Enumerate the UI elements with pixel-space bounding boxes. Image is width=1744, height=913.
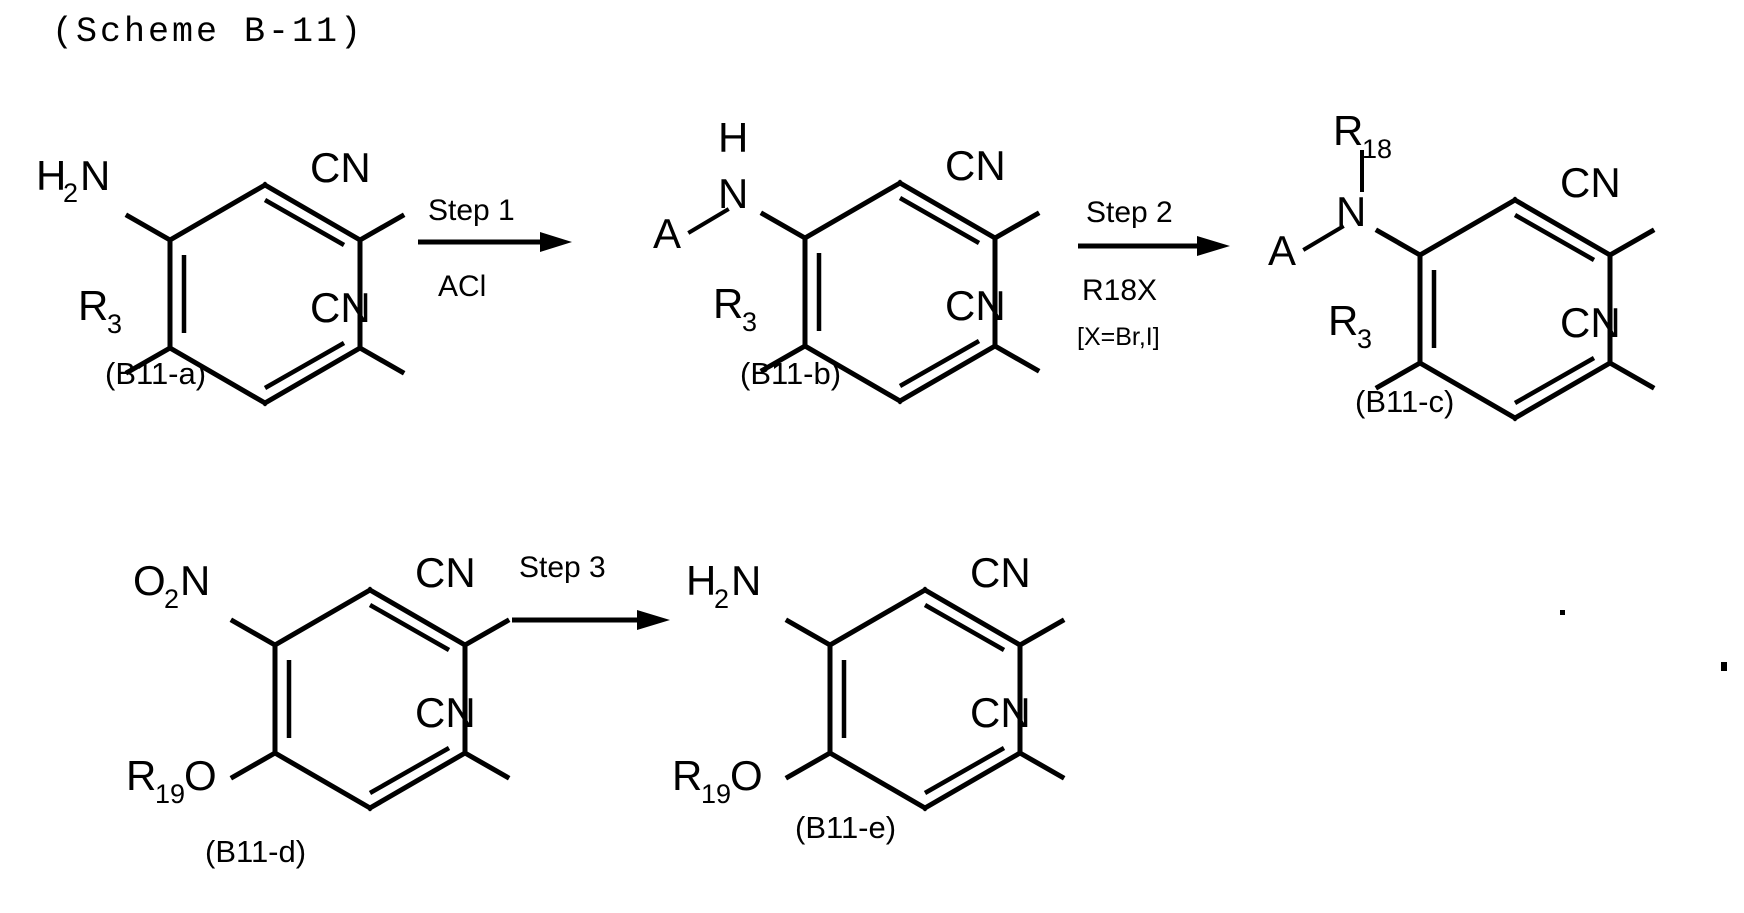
reaction-arrow-step-2: Step 2 R18X [X=Br,I]: [1077, 196, 1230, 351]
label-a-b11c: A: [1268, 227, 1296, 274]
label-cn-bottom-d: CN: [415, 689, 476, 736]
label-r3-c-sub: 3: [1357, 324, 1372, 354]
label-a-b11b: A: [653, 210, 681, 257]
reaction-arrow-step-1: Step 1 ACl: [418, 194, 572, 303]
label-h2n-n: N: [80, 152, 110, 199]
structure-B11-b: H N A R 3 CN CN (B11-b): [653, 114, 1041, 405]
step-2-reagent-condition: [X=Br,I]: [1077, 323, 1160, 351]
label-cn-bottom-a: CN: [310, 284, 371, 331]
label-r3-a-sub: 3: [107, 309, 122, 339]
label-nh-n: N: [718, 170, 748, 217]
compound-label-B11-d: (B11-d): [205, 834, 306, 869]
label-r3-b-sub: 3: [742, 307, 757, 337]
label-cn-top-c: CN: [1560, 159, 1621, 206]
label-h2n-h: H: [36, 152, 66, 199]
label-r19o-sub-e: 19: [701, 779, 731, 809]
label-r18-sub: 18: [1362, 134, 1392, 164]
label-h2n-n-e: N: [731, 557, 761, 604]
compound-label-B11-e: (B11-e): [795, 810, 896, 845]
label-r19o-o: O: [184, 752, 217, 799]
label-h2n-sub: 2: [63, 178, 78, 208]
label-r19o-r: R: [126, 752, 156, 799]
label-n-b11c: N: [1336, 188, 1366, 235]
structure-B11-e: H 2 N R 19 O CN CN (B11-e): [672, 549, 1066, 845]
compound-label-B11-b: (B11-b): [740, 356, 841, 391]
scheme-title: (Scheme B-11): [52, 12, 365, 52]
label-r18-r: R: [1333, 107, 1363, 154]
label-h2n-h-e: H: [686, 557, 716, 604]
step-1-reagent: ACl: [438, 270, 486, 303]
label-r19o-r-e: R: [672, 752, 702, 799]
step-2-reagent: R18X: [1082, 274, 1157, 307]
label-cn-top-b: CN: [945, 142, 1006, 189]
label-r3-a: R: [78, 282, 108, 329]
label-r3-b: R: [713, 280, 743, 327]
label-r19o-o-e: O: [730, 752, 763, 799]
label-h2n-sub-e: 2: [714, 584, 729, 614]
structure-B11-a: H 2 N R 3 CN CN (B11-a): [36, 144, 406, 407]
page-speck-1: [1560, 610, 1565, 615]
label-r19o-sub: 19: [155, 779, 185, 809]
step-2-label: Step 2: [1086, 196, 1173, 229]
label-cn-top-e: CN: [970, 549, 1031, 596]
label-cn-bottom-c: CN: [1560, 299, 1621, 346]
structure-B11-c: R 18 N A R 3 CN CN (B11-c): [1268, 107, 1656, 422]
label-o2n-n: N: [180, 557, 210, 604]
label-r3-c: R: [1328, 297, 1358, 344]
step-1-label: Step 1: [428, 194, 515, 227]
label-cn-top-a: CN: [310, 144, 371, 191]
label-cn-top-d: CN: [415, 549, 476, 596]
label-cn-bottom-e: CN: [970, 689, 1031, 736]
label-cn-bottom-b: CN: [945, 282, 1006, 329]
step-3-label: Step 3: [519, 551, 606, 584]
reaction-arrow-step-3: Step 3: [512, 551, 670, 630]
compound-label-B11-c: (B11-c): [1355, 384, 1454, 419]
page-speck-2: [1721, 662, 1727, 671]
label-o2n-sub: 2: [164, 584, 179, 614]
label-o2n-o: O: [133, 557, 166, 604]
label-nh-h: H: [718, 114, 748, 161]
structure-B11-d: O 2 N R 19 O CN CN (B11-d): [126, 549, 511, 869]
compound-label-B11-a: (B11-a): [105, 356, 206, 391]
